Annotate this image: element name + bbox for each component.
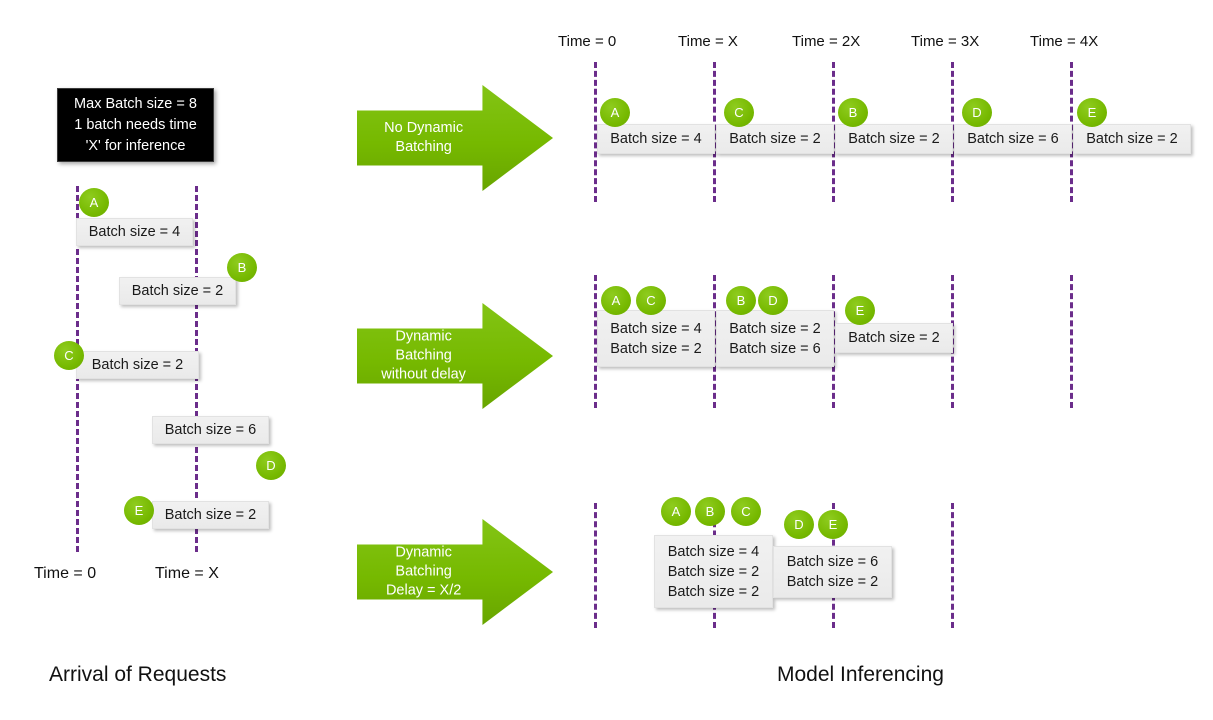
max-batch-note-line-3: 'X' for inference (85, 137, 186, 154)
request-badge-e: E (124, 496, 154, 525)
arrow-label-line: Batching (395, 139, 452, 155)
caption-model-inferencing: Model Inferencing (777, 663, 944, 686)
arrival-time-label-0: Time = 0 (34, 565, 97, 582)
inference-gridline-0 (594, 62, 597, 202)
arrow-label-line: No Dynamic (384, 120, 464, 136)
request-badge-b: B (838, 98, 868, 127)
batch-box: Batch size = 2 (76, 351, 199, 379)
batch-box-line: Batch size = 6 (729, 340, 821, 357)
batch-box-line: Batch size = 4 (667, 543, 760, 560)
batch-box-line: Batch size = 6 (786, 554, 879, 570)
batch-box-line: Batch size = 2 (848, 131, 940, 147)
batch-box-line: Batch size = 6 (967, 131, 1059, 147)
inference-gridline-4 (1070, 275, 1073, 408)
arrival-time-label-1: Time = X (155, 565, 219, 582)
arrow-label: Dynamic Batching without delay (369, 328, 479, 385)
batch-box: Batch size = 2 (835, 124, 953, 154)
max-batch-note-line-2: 1 batch needs time (74, 116, 197, 133)
batch-box-line: Batch size = 6 (164, 422, 257, 438)
batch-box: Batch size = 2 (1073, 124, 1191, 154)
batch-box: Batch size = 2 (716, 124, 834, 154)
batch-box-line: Batch size = 2 (610, 340, 702, 357)
batch-box-line: Batch size = 2 (667, 563, 760, 580)
request-badge-a: A (661, 497, 691, 526)
request-badge-d: D (962, 98, 992, 127)
batch-box-line: Batch size = 2 (729, 131, 821, 147)
arrow-label-line: Delay = X/2 (385, 582, 462, 599)
inference-tick-label-4: Time = 4X (1030, 33, 1099, 50)
batch-box-line: Batch size = 2 (729, 320, 821, 337)
inference-tick-label-3: Time = 3X (911, 33, 980, 50)
arrow-dynamic-batching-without-delay: Dynamic Batching without delay (357, 303, 553, 409)
request-badge-a: A (79, 188, 109, 217)
batch-box: Batch size = 6 (152, 416, 269, 444)
request-badge-c: C (636, 286, 666, 315)
request-badge-d: D (256, 451, 286, 480)
batch-box: Batch size = 2 (835, 323, 953, 353)
request-badge-b: B (695, 497, 725, 526)
request-badge-e: E (845, 296, 875, 325)
request-badge-b: B (726, 286, 756, 315)
max-batch-note: Max Batch size = 8 1 batch needs time 'X… (57, 88, 214, 162)
inference-tick-label-2: Time = 2X (792, 33, 861, 50)
request-badge-e: E (1077, 98, 1107, 127)
batch-box-line: Batch size = 4 (610, 131, 702, 147)
request-badge-a: A (600, 98, 630, 127)
batch-box: Batch size = 4 (597, 124, 715, 154)
batch-box-line: Batch size = 2 (91, 357, 184, 373)
request-badge-d: D (758, 286, 788, 315)
request-badge-a: A (601, 286, 631, 315)
request-badge-c: C (731, 497, 761, 526)
inference-gridline-0 (594, 275, 597, 408)
arrow-label-line: Dynamic Batching (395, 328, 452, 364)
batch-box-line: Batch size = 2 (786, 574, 879, 590)
batch-box-line: Batch size = 2 (1086, 131, 1178, 147)
batch-box: Batch size = 6 Batch size = 2 (773, 546, 892, 598)
batch-box: Batch size = 2 Batch size = 6 (716, 310, 834, 367)
batch-box-line: Batch size = 2 (164, 507, 257, 523)
request-badge-e: E (818, 510, 848, 539)
batch-box: Batch size = 4 (76, 218, 193, 246)
batch-box-line: Batch size = 4 (88, 224, 181, 240)
arrow-label-line: Dynamic Batching (395, 544, 452, 580)
request-badge-d: D (784, 510, 814, 539)
request-badge-b: B (227, 253, 257, 282)
inference-gridline-3 (951, 503, 954, 628)
inference-tick-label-1: Time = X (678, 33, 738, 50)
batch-box: Batch size = 2 (119, 277, 236, 305)
inference-tick-label-0: Time = 0 (558, 33, 617, 50)
batch-box-line: Batch size = 2 (667, 583, 760, 600)
batch-box: Batch size = 4 Batch size = 2 Batch size =… (654, 535, 773, 608)
inference-gridline-0 (594, 503, 597, 628)
batch-box-line: Batch size = 4 (610, 320, 702, 337)
batch-box-line: Batch size = 2 (131, 283, 224, 299)
batch-box: Batch size = 6 (954, 124, 1072, 154)
request-badge-c: C (724, 98, 754, 127)
max-batch-note-line-1: Max Batch size = 8 (74, 95, 197, 112)
caption-arrival-of-requests: Arrival of Requests (49, 663, 227, 686)
request-badge-c: C (54, 341, 84, 370)
batch-box: Batch size = 2 (152, 501, 269, 529)
batch-box: Batch size = 4 Batch size = 2 (597, 310, 715, 367)
batch-box-line: Batch size = 2 (848, 330, 940, 346)
arrow-label-line: without delay (381, 366, 466, 383)
